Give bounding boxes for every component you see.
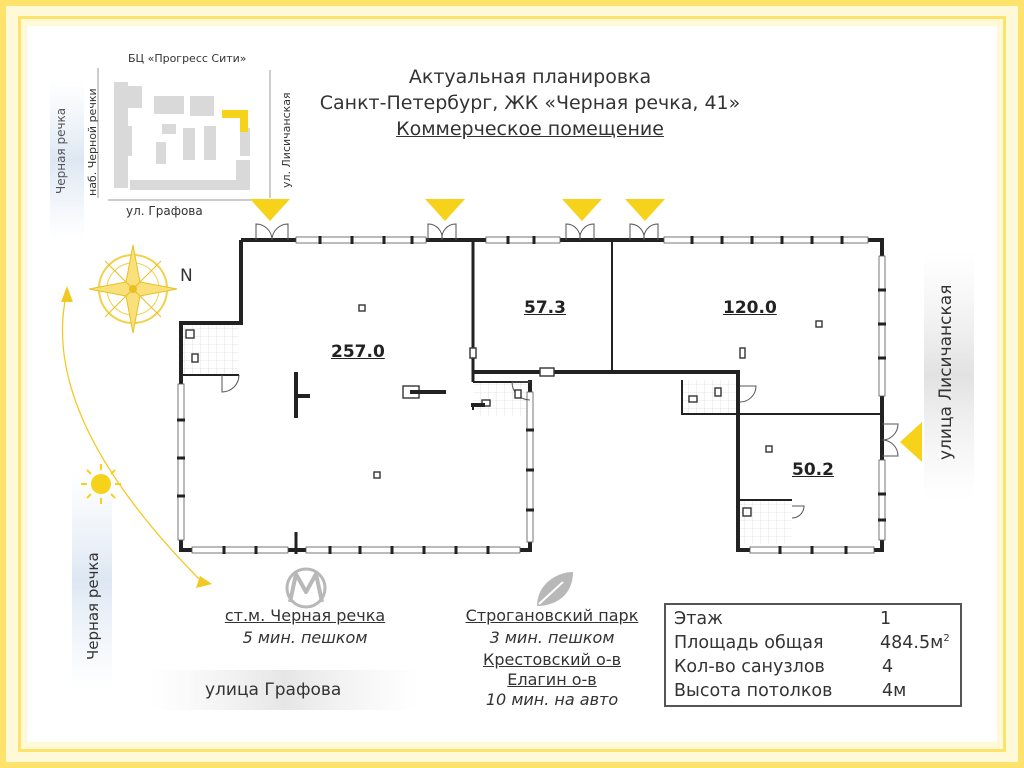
doors bbox=[221, 223, 899, 519]
title-line-2: Санкт-Петербург, ЖК «Черная речка, 41» bbox=[319, 92, 741, 114]
metro-icon bbox=[285, 567, 327, 609]
room-area-1: 257.0 bbox=[331, 342, 385, 362]
map-highlight bbox=[222, 110, 248, 118]
height-label: Высота потолков bbox=[674, 681, 833, 701]
window-mullions bbox=[177, 236, 886, 554]
sun-path bbox=[61, 295, 206, 586]
map-right-label: ул. Лисичанская bbox=[280, 92, 293, 188]
metro-station: ст.м. Черная речка bbox=[224, 606, 386, 625]
map-bottom-label: ул. Графова bbox=[126, 204, 203, 218]
bath-value: 4 bbox=[882, 657, 894, 677]
street-strip-bottom bbox=[150, 670, 420, 710]
sun-icon bbox=[81, 464, 121, 504]
columns bbox=[294, 372, 485, 418]
area-label: Площадь общая bbox=[674, 633, 824, 653]
river-label-bottom: Черная речка bbox=[84, 552, 102, 660]
place-2: Елагин о-в bbox=[507, 670, 597, 689]
title-line-3: Коммерческое помещение bbox=[396, 118, 664, 140]
metro-time: 5 мин. пешком bbox=[242, 628, 368, 647]
area-value: 484.5м2 bbox=[880, 633, 950, 653]
map-top-label: БЦ «Прогресс Сити» bbox=[128, 52, 247, 65]
street-label-right: улица Лисичанская bbox=[936, 284, 956, 460]
map-left-label: наб. Черной речки bbox=[86, 88, 99, 196]
location-map bbox=[97, 68, 271, 201]
compass-icon bbox=[88, 244, 178, 334]
interior-details bbox=[185, 304, 823, 517]
sun-path-arrow-bottom bbox=[196, 576, 212, 588]
room-area-2: 57.3 bbox=[524, 298, 566, 318]
place-time: 10 мин. на авто bbox=[485, 690, 619, 709]
leaf-icon bbox=[537, 572, 573, 606]
floor-label: Этаж bbox=[674, 609, 723, 629]
street-label-bottom: улица Графова bbox=[205, 680, 342, 700]
river-strip-bottom bbox=[72, 470, 112, 690]
street-strip-right bbox=[924, 250, 974, 500]
park-time: 3 мин. пешком bbox=[489, 628, 615, 647]
room-area-3: 120.0 bbox=[723, 298, 777, 318]
height-value: 4м bbox=[882, 681, 907, 701]
sun-path-arrow-top bbox=[61, 286, 73, 302]
park-name: Строгановский парк bbox=[465, 606, 639, 625]
north-label: N bbox=[180, 266, 193, 286]
floor-value: 1 bbox=[880, 609, 892, 629]
place-1: Крестовский о-в bbox=[482, 650, 622, 669]
river-strip-top bbox=[50, 80, 84, 240]
entrance-markers bbox=[250, 199, 922, 462]
bath-label: Кол-во санузлов bbox=[674, 657, 825, 677]
info-panel: Этаж 1 Площадь общая 484.5м2 Кол-во сану… bbox=[664, 603, 962, 707]
room-area-4: 50.2 bbox=[792, 460, 834, 480]
title-line-1: Актуальная планировка bbox=[408, 66, 652, 88]
river-label-top: Черная речка bbox=[54, 107, 68, 194]
